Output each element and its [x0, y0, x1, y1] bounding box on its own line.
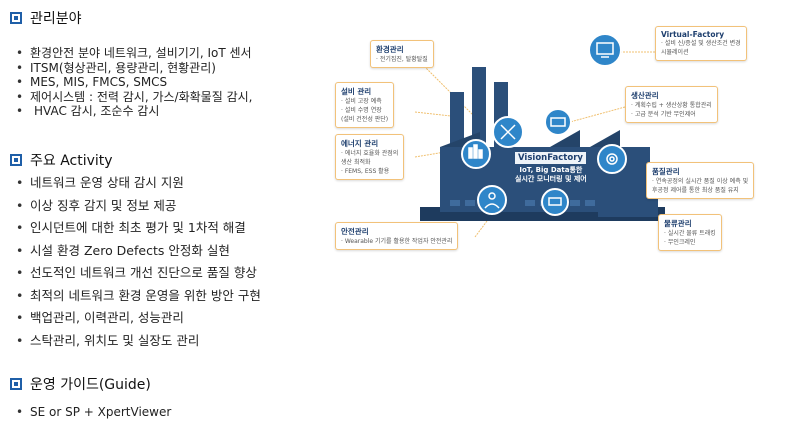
card-energy: 에너지 관리 · 에너지 효율화 관점의 생산 최적화 · FEMS, ESS …: [335, 134, 405, 180]
card-item: · Wearable 기기를 활용한 작업자 안전관리: [341, 238, 453, 245]
section-square-icon: [10, 154, 22, 166]
center-sub-line-2: 실시간 모니터링 및 제어: [515, 175, 587, 183]
guide-list: SE or SP + XpertViewer: [16, 405, 171, 419]
card-title: 에너지 관리: [341, 139, 379, 148]
list-item: 시설 환경 Zero Defects 안정화 실현: [16, 240, 261, 263]
activity-list: 네트워크 운영 상태 감시 지원 이상 징후 감지 및 정보 제공 인시던트에 …: [16, 172, 261, 352]
list-item-continuation: HVAC 감시, 조순수 감시: [16, 104, 252, 119]
card-item: · 설비 고장 예측: [341, 98, 382, 105]
card-item: · FEMS, ESS 활용: [341, 168, 390, 175]
card-environment: 환경관리 · 전기집진, 탈황탈질: [370, 40, 434, 68]
center-sub-label: IoT, Big Data통한 실시간 모니터링 및 제어: [515, 166, 587, 184]
section-square-icon: [10, 378, 22, 390]
card-item: · 설비 신/증설 및 생산조건 변경: [661, 40, 741, 47]
section-management-heading: 관리분야: [10, 8, 82, 28]
center-label: VisionFactory: [515, 152, 586, 164]
list-item: 백업관리, 이력관리, 성능관리: [16, 307, 261, 330]
card-title: 안전관리: [341, 227, 369, 236]
list-item: 스탁관리, 위치도 및 실장도 관리: [16, 330, 261, 353]
card-item: · 무인크레인: [664, 239, 696, 246]
card-virtual-factory: Virtual-Factory · 설비 신/증설 및 생산조건 변경 시뮬레이…: [655, 26, 747, 61]
card-title: 환경관리: [376, 45, 404, 54]
section-title: 운영 가이드(Guide): [30, 377, 151, 393]
section-guide-heading: 운영 가이드(Guide): [10, 374, 151, 394]
list-item: ITSM(형상관리, 용량관리, 현황관리): [16, 61, 252, 76]
list-item: 인시던트에 대한 최초 평가 및 1차적 해결: [16, 217, 261, 240]
card-logistics: 물류관리 · 실시간 물류 트래킹 · 무인크레인: [658, 214, 722, 251]
card-item: 생산 최적화: [341, 159, 371, 166]
list-item: MES, MIS, FMCS, SMCS: [16, 75, 252, 90]
card-item: 시뮬레이션: [661, 49, 689, 56]
list-item: 이상 징후 감지 및 정보 제공: [16, 195, 261, 218]
card-title: 품질관리: [652, 167, 680, 176]
management-list: 환경안전 분야 네트워크, 설비기기, IoT 센서 ITSM(형상관리, 용량…: [16, 46, 252, 119]
smart-factory-diagram: VisionFactory IoT, Big Data통한 실시간 모니터링 및…: [330, 22, 788, 262]
center-sub-line-1: IoT, Big Data통한: [519, 166, 583, 174]
card-title: 생산관리: [631, 91, 659, 100]
card-equipment: 설비 관리 · 설비 고장 예측 · 설비 수명 연장 (설비 건전성 판단): [335, 82, 395, 128]
list-item: 제어시스템 : 전력 감시, 가스/화확물질 감시,: [16, 90, 252, 105]
card-item: · 고급 분석 기반 무인제어: [631, 111, 696, 118]
list-item: 선도적인 네트워크 개선 진단으로 품질 향상: [16, 262, 261, 285]
card-production: 생산관리 · 계획수립 + 생산상황 통합관리 · 고급 분석 기반 무인제어: [625, 86, 718, 123]
list-item: 환경안전 분야 네트워크, 설비기기, IoT 센서: [16, 46, 252, 61]
card-item: · 연속공정의 실시간 품질 이상 예측 및: [652, 178, 749, 185]
card-item: (설비 건전성 판단): [341, 116, 389, 123]
section-square-icon: [10, 12, 22, 24]
list-item: SE or SP + XpertViewer: [16, 405, 171, 419]
card-quality: 품질관리 · 연속공정의 실시간 품질 이상 예측 및 후공정 제어를 통한 최…: [646, 162, 755, 199]
section-activity-heading: 주요 Activity: [10, 150, 113, 170]
section-title: 주요 Activity: [30, 153, 113, 169]
list-item: 최적의 네트워크 환경 운영을 위한 방안 구현: [16, 285, 261, 308]
section-title: 관리분야: [30, 11, 82, 27]
card-item: 후공정 제어를 통한 최상 품질 유지: [652, 187, 739, 194]
card-item: · 실시간 물류 트래킹: [664, 230, 716, 237]
list-item: 네트워크 운영 상태 감시 지원: [16, 172, 261, 195]
card-title: 물류관리: [664, 219, 692, 228]
card-item: · 계획수립 + 생산상황 통합관리: [631, 102, 712, 109]
card-item: · 설비 수명 연장: [341, 107, 382, 114]
card-title: 설비 관리: [341, 87, 372, 96]
card-item: · 에너지 효율화 관점의: [341, 150, 399, 157]
card-title: Virtual-Factory: [661, 30, 725, 39]
card-safety: 안전관리 · Wearable 기기를 활용한 작업자 안전관리: [335, 222, 459, 250]
card-item: · 전기집진, 탈황탈질: [376, 56, 428, 63]
